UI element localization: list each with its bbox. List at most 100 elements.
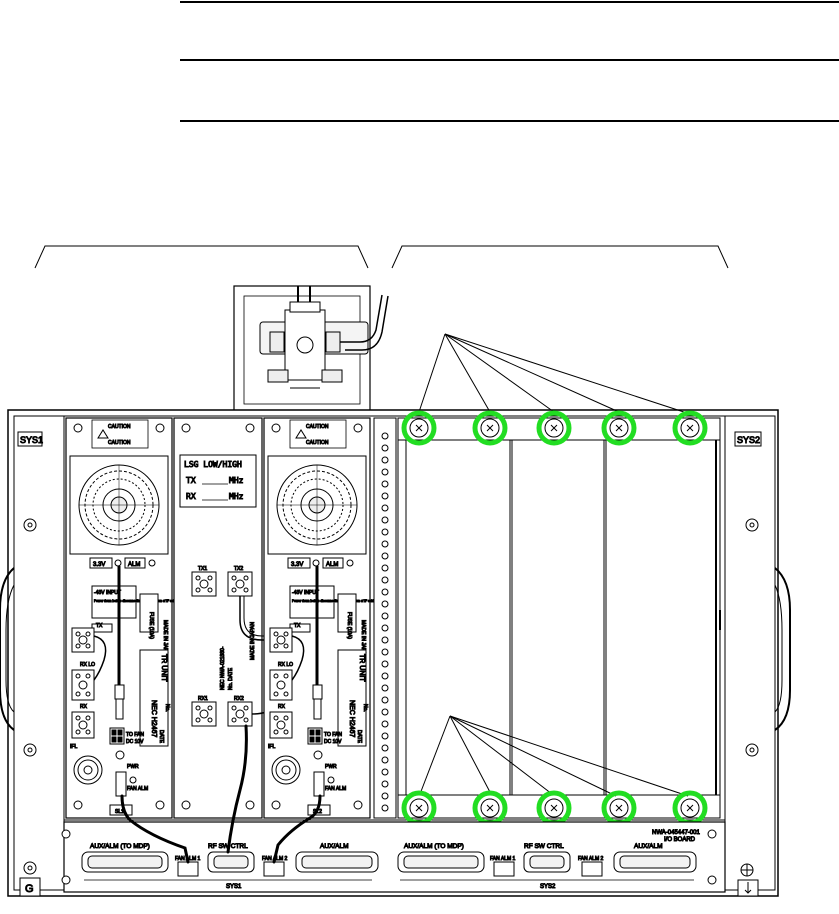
tr2-date: DATE <box>356 730 362 744</box>
cable-fan-alm-1 <box>120 794 190 864</box>
tr2-no: No. <box>362 704 368 712</box>
highlight-ring <box>472 410 508 446</box>
highlighted-screw <box>536 410 572 446</box>
center-rx: RX <box>186 492 196 501</box>
highlight-ring <box>672 410 708 446</box>
io-sys2-fan-port-2 <box>581 861 603 877</box>
tr2-fan-v: 3.3V <box>291 562 303 568</box>
tr2-ifl: IFL <box>268 744 275 750</box>
left-rack-ear: SYS1 G <box>0 431 44 897</box>
center-mhz-tx: MHz <box>229 476 244 485</box>
center-lsg: LSG LOW/HIGH <box>184 460 242 469</box>
tr1-input-label: -48V INPUT <box>94 590 121 596</box>
vent-hole <box>381 528 389 536</box>
rf-switch-assembly <box>233 285 389 413</box>
io-sys1-fan-port-2 <box>263 861 285 877</box>
tr2-input-note: Power down before disconnection or conne… <box>292 599 376 603</box>
tr1-no: No. <box>164 704 170 712</box>
right-bracket <box>391 245 729 269</box>
tr1-fan-v: 3.3V <box>93 562 105 568</box>
vent-hole <box>381 540 389 548</box>
center-tx: TX <box>186 476 196 485</box>
io-sys2-label: SYS2 <box>540 884 556 890</box>
tr2-unit-name: TR UNIT <box>358 654 365 682</box>
tr1-dc: DC 10V <box>126 739 144 745</box>
vent-hole <box>381 456 389 464</box>
vent-hole <box>381 600 389 608</box>
vent-hole <box>381 744 389 752</box>
tr1-rx-lo: RX LO <box>80 662 95 668</box>
empty-slot-area <box>397 417 721 819</box>
tr1-slot-tag: SL1 <box>115 809 124 815</box>
vent-strip <box>373 417 397 819</box>
io-part-no: NWA-045447-001 <box>652 830 700 836</box>
io-board: NWA-045447-001 I/O BOARD AUX/ALM (TO MDP… <box>61 821 726 893</box>
tr1-fan-alm: FAN ALM <box>127 786 148 792</box>
vent-hole <box>381 720 389 728</box>
left-bracket <box>34 245 369 269</box>
vent-hole <box>381 492 389 500</box>
center-vertical-1: NEC NWA-021880- <box>220 646 226 690</box>
tr1-tx: TX <box>96 623 103 629</box>
tr2-input-label: -48V INPUT <box>292 590 319 596</box>
highlighted-screw <box>472 410 508 446</box>
tr1-model: NEC H2467 <box>150 700 157 737</box>
tr-unit-1: CAUTION CAUTION 3.3V ALM -48V INPUT Powe… <box>65 417 178 819</box>
tr1-warning-icon <box>97 429 109 439</box>
blank-panel-3 <box>605 439 717 796</box>
io-sys1-label: SYS1 <box>226 884 242 890</box>
vent-hole <box>381 504 389 512</box>
center-tx1: TX1 <box>198 566 207 572</box>
section-brackets <box>34 245 729 269</box>
tr2-tx: TX <box>294 623 301 629</box>
tr1-caution-top: CAUTION <box>108 424 131 430</box>
tr2-caution-mid: CAUTION <box>306 440 329 446</box>
tr1-caution-mid: CAUTION <box>108 440 131 446</box>
io-sys1-aux: AUX/ALM (TO MDP) <box>90 843 150 850</box>
io-sys2-fan-alm-2: FAN ALM 2 <box>578 856 604 862</box>
tr2-caution-top: CAUTION <box>306 424 329 430</box>
vent-hole <box>381 636 389 644</box>
tr2-model: NEC H2467 <box>348 700 355 737</box>
vent-hole <box>381 732 389 740</box>
vent-hole <box>381 648 389 656</box>
tr-unit-2: CAUTION CAUTION 3.3V ALM -48V INPUT Powe… <box>263 417 376 819</box>
highlighted-screw <box>601 410 637 446</box>
cables <box>120 724 322 864</box>
tr1-made-in: MADE IN JAPAN <box>162 620 168 658</box>
tr2-fan-alm-lbl: ALM <box>326 562 338 568</box>
sys2-tag: SYS2 <box>737 435 760 445</box>
io-title: I/O BOARD <box>664 837 696 843</box>
io-sys2-rf-sw: RF SW CTRL <box>524 843 564 850</box>
cable-rf-sw <box>226 724 248 854</box>
io-sys2-fan-alm-1: FAN ALM 1 <box>490 856 516 862</box>
highlight-ring <box>401 410 437 446</box>
vent-hole <box>381 432 389 440</box>
center-tx2: TX2 <box>234 566 243 572</box>
vent-hole <box>381 444 389 452</box>
io-sys1-aux-alm: AUX/ALM <box>320 843 349 850</box>
highlight-ring <box>601 410 637 446</box>
tr2-fan-alm: FAN ALM <box>325 786 346 792</box>
vent-hole <box>381 660 389 668</box>
vent-hole <box>381 480 389 488</box>
vent-hole <box>381 564 389 572</box>
leader-lines <box>418 333 691 797</box>
io-sys2-aux: AUX/ALM (TO MDP) <box>404 843 464 850</box>
ground-letter: G <box>25 883 34 895</box>
vent-hole <box>381 792 389 800</box>
blank-panel-2 <box>511 439 605 796</box>
center-rx2: RX2 <box>234 696 244 702</box>
center-vertical-3: MADE IN JAPAN <box>250 622 256 660</box>
tr1-rx: RX <box>80 704 88 710</box>
vent-hole <box>381 780 389 788</box>
highlight-ring <box>536 410 572 446</box>
tr2-rx-lo: RX LO <box>278 662 293 668</box>
io-sys2-aux-alm: AUX/ALM <box>634 843 663 850</box>
vent-hole <box>381 468 389 476</box>
io-sys2-fan-port-1 <box>493 861 515 877</box>
tr1-input-note: Power down before disconnection or conne… <box>94 599 178 603</box>
tr2-warning-icon <box>295 429 307 439</box>
vent-hole <box>381 576 389 584</box>
